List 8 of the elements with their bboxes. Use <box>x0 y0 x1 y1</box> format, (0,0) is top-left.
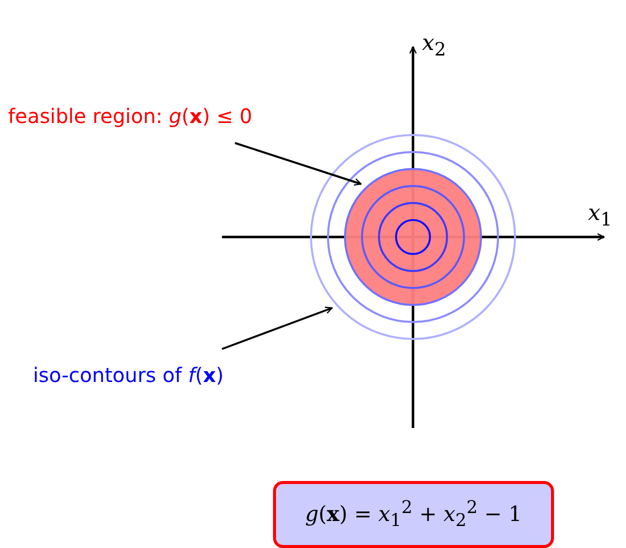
annotation-text: iso-contours of f(x) <box>33 363 224 387</box>
leader-arrow <box>234 142 362 186</box>
contour-rings <box>310 134 516 340</box>
leader-arrow <box>222 306 333 350</box>
equation-box: g(x) = x$_{1}$$^{2}$ + x$_{2}$$^{2}$ − 1 <box>273 481 554 548</box>
axis-label: x$_{2}$ <box>422 32 446 62</box>
annotation-text: feasible region: g(x) ≤ 0 <box>8 104 252 128</box>
axis-label: x$_{1}$ <box>588 202 612 232</box>
